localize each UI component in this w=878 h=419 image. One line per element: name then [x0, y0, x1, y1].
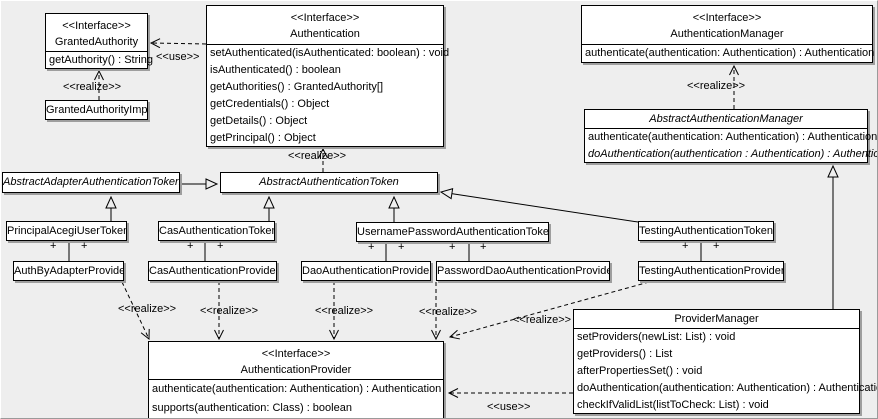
realize-authbyadapterprovider — [121, 281, 150, 341]
realize-label: <<realize>> — [419, 306, 478, 318]
class-name: AuthenticationManager — [670, 28, 784, 40]
class-testing-authentication-provider[interactable]: TestingAuthenticationProvider — [638, 261, 784, 281]
realize-label: <<realize>> — [118, 303, 177, 315]
class-name: TestingAuthenticationToken — [639, 225, 773, 237]
class-username-password-authentication-token[interactable]: UsernamePasswordAuthenticationToken — [356, 222, 549, 242]
stereotype-label: <<Interface>> — [261, 348, 331, 360]
class-abstract-authentication-token[interactable]: AbstractAuthenticationToken — [220, 172, 438, 193]
use-authentication-grantedauthority — [149, 38, 207, 49]
class-abstract-adapter-authentication-token[interactable]: AbstractAdapterAuthenticationToken — [2, 172, 180, 193]
class-header: <<Interface>> Authentication — [207, 6, 443, 45]
class-name: CasAuthenticationProvider — [149, 265, 277, 277]
class-name: UsernamePasswordAuthenticationToken — [357, 226, 549, 238]
class-authentication-manager[interactable]: <<Interface>> AuthenticationManager auth… — [581, 5, 875, 63]
class-authentication-provider[interactable]: <<Interface>> AuthenticationProvider aut… — [148, 341, 444, 418]
method-label: checkIfValidList(listToCheck: List) : vo… — [577, 399, 769, 411]
plus-label: + — [50, 240, 57, 252]
stereotype-label: <<Interface>> — [62, 20, 131, 32]
class-granted-authority[interactable]: <<Interface>> GrantedAuthority getAuthor… — [45, 13, 153, 69]
class-name: TestingAuthenticationProvider — [639, 265, 784, 277]
use-label: <<use>> — [156, 51, 200, 63]
method-label: getAuthorities() : GrantedAuthority[] — [210, 81, 384, 93]
class-name: AbstractAuthenticationManager — [649, 113, 803, 125]
class-name: CasAuthenticationToken — [159, 225, 275, 237]
class-abstract-authentication-manager[interactable]: AbstractAuthenticationManager authentica… — [584, 109, 878, 163]
class-header: AbstractAuthenticationManager — [585, 110, 867, 129]
class-password-dao-authentication-provider[interactable]: PasswordDaoAuthenticationProvider — [436, 261, 610, 281]
generalization-testingtoken-to-abstracttoken — [439, 188, 639, 223]
class-name: Authentication — [290, 28, 360, 40]
method-label: doAuthentication(authentication : Authen… — [588, 148, 878, 160]
realize-label: <<realize>> — [200, 305, 259, 317]
plus-label: + — [398, 241, 405, 253]
class-authentication[interactable]: <<Interface>> Authentication setAuthenti… — [206, 5, 450, 147]
plus-label: + — [480, 241, 487, 253]
method-label: authenticate(authentication: Authenticat… — [152, 383, 442, 395]
class-name: AbstractAuthenticationToken — [259, 176, 399, 188]
method-label: setProviders(newList: List) : void — [577, 331, 736, 343]
class-name: DaoAuthenticationProvider — [302, 265, 431, 277]
plus-label: + — [713, 240, 720, 252]
method-label: getAuthority() : String — [49, 54, 153, 66]
class-name: GrantedAuthorityImpl — [46, 104, 148, 116]
method-label: authenticate(authentication: Authenticat… — [588, 131, 878, 143]
class-name: GrantedAuthority — [54, 36, 139, 48]
realize-label: <<realize>> — [513, 314, 572, 326]
realize-label: <<realize>> — [288, 150, 347, 162]
plus-label: + — [449, 241, 456, 253]
class-name: AbstractAdapterAuthenticationToken — [3, 176, 180, 188]
class-name: AuthenticationProvider — [240, 364, 352, 376]
class-cas-authentication-token[interactable]: CasAuthenticationToken — [158, 221, 275, 241]
class-provider-manager[interactable]: ProviderManager setProviders(newList: Li… — [573, 309, 878, 414]
realize-label: <<realize>> — [63, 81, 122, 93]
method-label: doAuthentication(authentication: Authent… — [577, 382, 878, 394]
class-header: <<Interface>> AuthenticationManager — [582, 6, 872, 45]
stereotype-label: <<Interface>> — [290, 12, 360, 24]
method-label: getProviders() : List — [577, 348, 673, 360]
realize-label: <<realize>> — [687, 80, 746, 92]
method-label: getCredentials() : Object — [210, 98, 330, 110]
class-name: PasswordDaoAuthenticationProvider — [437, 265, 610, 277]
plus-label: + — [187, 240, 194, 252]
stereotype-label: <<Interface>> — [692, 12, 762, 24]
method-label: supports(authentication: Class) : boolea… — [152, 402, 352, 414]
class-cas-authentication-provider[interactable]: CasAuthenticationProvider — [148, 261, 277, 281]
plus-label: + — [368, 241, 375, 253]
class-principal-acegi-user-token[interactable]: PrincipalAcegiUserToken — [6, 221, 127, 241]
method-label: authenticate(authentication: Authenticat… — [585, 47, 875, 59]
class-auth-by-adapter-provider[interactable]: AuthByAdapterProvider — [13, 261, 124, 281]
plus-label: + — [217, 240, 224, 252]
class-header: ProviderManager — [574, 310, 859, 329]
class-testing-authentication-token[interactable]: TestingAuthenticationToken — [638, 221, 774, 241]
class-name: AuthByAdapterProvider — [14, 265, 124, 277]
method-label: setAuthenticated(isAuthenticated: boolea… — [210, 47, 450, 59]
class-granted-authority-impl[interactable]: GrantedAuthorityImpl — [45, 100, 148, 120]
class-name: PrincipalAcegiUserToken — [7, 225, 127, 237]
method-label: isAuthenticated() : boolean — [210, 64, 341, 76]
class-dao-authentication-provider[interactable]: DaoAuthenticationProvider — [301, 261, 431, 281]
method-label: getDetails() : Object — [210, 115, 308, 127]
plus-label: + — [682, 240, 689, 252]
method-label: getPrincipal() : Object — [210, 132, 316, 144]
class-header: <<Interface>> GrantedAuthority — [46, 14, 147, 52]
class-name: ProviderManager — [674, 313, 759, 325]
plus-label: + — [81, 240, 88, 252]
class-header: <<Interface>> AuthenticationProvider — [149, 342, 443, 380]
method-label: afterPropertiesSet() : void — [577, 365, 703, 377]
realize-label: <<realize>> — [315, 305, 374, 317]
use-label: <<use>> — [487, 401, 531, 413]
